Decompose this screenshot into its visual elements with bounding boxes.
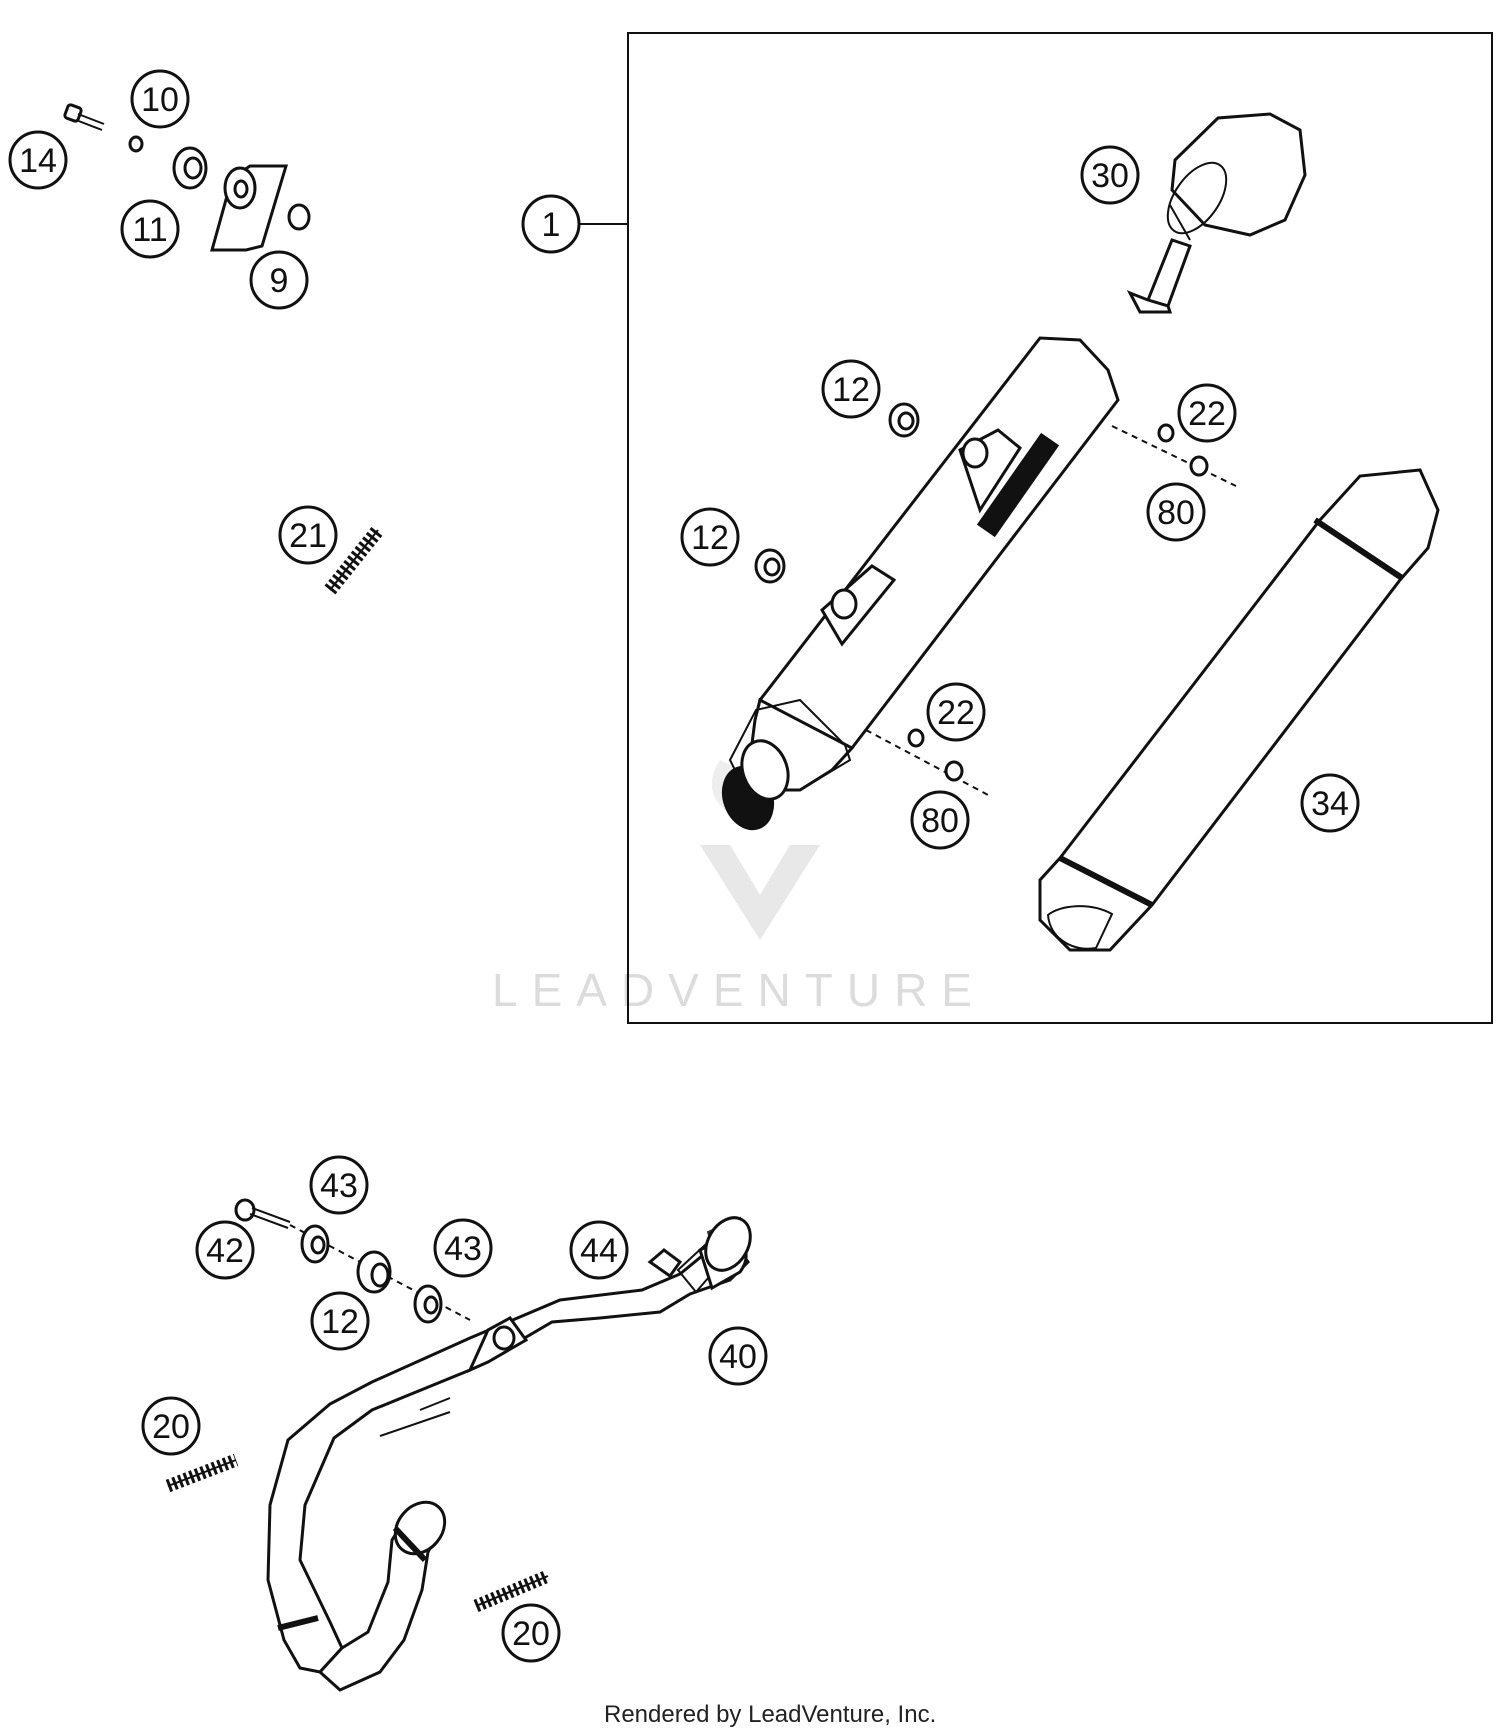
- callout-12[interactable]: 12: [310, 1291, 370, 1351]
- callout-circle: [501, 1603, 561, 1663]
- callout-circle: [278, 505, 338, 565]
- outer-sleeve-part[interactable]: [1038, 468, 1440, 952]
- callout-circle: [195, 1220, 255, 1280]
- callout-22[interactable]: 22: [926, 682, 986, 742]
- callout-label: 43: [444, 1230, 482, 1268]
- bracket-part[interactable]: [210, 164, 289, 252]
- spring-part[interactable]: [473, 1570, 551, 1612]
- washer-part[interactable]: [128, 135, 144, 153]
- header-pipe-part[interactable]: [266, 1210, 759, 1692]
- clip-part[interactable]: [647, 1248, 683, 1279]
- silencer-body-part[interactable]: [715, 336, 1120, 836]
- callout-43[interactable]: 43: [309, 1155, 369, 1215]
- callout-circle: [708, 1326, 768, 1386]
- callout-21[interactable]: 21: [278, 505, 338, 565]
- screw-part[interactable]: [865, 728, 991, 797]
- callout-label: 11: [132, 211, 167, 249]
- callout-label: 12: [691, 519, 729, 557]
- spring-part[interactable]: [165, 1453, 239, 1493]
- callout-circle: [130, 69, 190, 129]
- callout-12[interactable]: 12: [821, 359, 881, 419]
- screw-part[interactable]: [1111, 423, 1237, 487]
- callout-11[interactable]: 11: [120, 199, 180, 259]
- callout-circle: [120, 199, 180, 259]
- callout-40[interactable]: 40: [708, 1326, 768, 1386]
- callout-label: 34: [1311, 785, 1349, 823]
- callout-label: 30: [1091, 157, 1129, 195]
- callout-22[interactable]: 22: [1177, 383, 1237, 443]
- callout-42[interactable]: 42: [195, 1220, 255, 1280]
- callout-circle: [1300, 773, 1360, 833]
- callout-label: 80: [1157, 494, 1195, 532]
- callout-circle: [521, 194, 581, 254]
- callout-label: 20: [152, 1408, 190, 1446]
- callout-label: 22: [937, 694, 975, 732]
- rivet-part[interactable]: [1189, 455, 1209, 477]
- callout-label: 80: [921, 802, 959, 840]
- nut-part[interactable]: [287, 203, 311, 231]
- callout-34[interactable]: 34: [1300, 773, 1360, 833]
- callout-12[interactable]: 12: [680, 507, 740, 567]
- footer-credit: Rendered by LeadVenture, Inc.: [604, 1701, 936, 1728]
- callout-circle: [910, 790, 970, 850]
- callout-80[interactable]: 80: [1146, 482, 1206, 542]
- callout-label: 10: [141, 81, 179, 119]
- callout-circle: [926, 682, 986, 742]
- callout-circle: [433, 1218, 493, 1278]
- callout-label: 21: [289, 517, 327, 555]
- callout-label: 43: [320, 1167, 358, 1205]
- callout-circle: [8, 130, 68, 190]
- callout-14[interactable]: 14: [8, 130, 68, 190]
- grommet-part[interactable]: [356, 1250, 392, 1294]
- callouts-layer: 14 10 11 9 1 30 12 22 80 12 21 22 80 34 43 42 43 44 12 40 20…: [8, 69, 1360, 1663]
- callout-circle: [141, 1396, 201, 1456]
- callout-1[interactable]: 1: [521, 194, 581, 254]
- callout-circle: [310, 1291, 370, 1351]
- callout-circle: [1146, 482, 1206, 542]
- spring-part[interactable]: [324, 525, 384, 595]
- washer-part[interactable]: [413, 1284, 443, 1324]
- callout-44[interactable]: 44: [569, 1220, 629, 1280]
- callout-label: 1: [542, 206, 561, 244]
- callout-circle: [680, 507, 740, 567]
- callout-label: 12: [832, 371, 870, 409]
- callout-10[interactable]: 10: [130, 69, 190, 129]
- washer-part[interactable]: [300, 1224, 330, 1264]
- callout-label: 22: [1188, 395, 1226, 433]
- callout-circle: [309, 1155, 369, 1215]
- callout-20[interactable]: 20: [141, 1396, 201, 1456]
- callout-label: 44: [580, 1232, 618, 1270]
- grommet-part[interactable]: [754, 548, 786, 584]
- watermark-text: LEADVENTURE: [492, 964, 986, 1016]
- callout-label: 12: [321, 1303, 359, 1341]
- grommet-part[interactable]: [888, 402, 920, 438]
- callout-30[interactable]: 30: [1080, 145, 1140, 205]
- callout-circle: [1177, 383, 1237, 443]
- bolt-part[interactable]: [234, 1198, 291, 1229]
- callout-circle: [821, 359, 881, 419]
- callout-80[interactable]: 80: [910, 790, 970, 850]
- assembly-box: [627, 32, 1493, 1024]
- callout-circle: [1080, 145, 1140, 205]
- rivet-part[interactable]: [944, 760, 964, 782]
- callout-circle: [569, 1220, 629, 1280]
- callout-9[interactable]: 9: [249, 250, 309, 310]
- callout-label: 14: [19, 142, 57, 180]
- callout-43[interactable]: 43: [433, 1218, 493, 1278]
- callout-label: 40: [719, 1338, 757, 1376]
- bolt-part[interactable]: [63, 103, 105, 131]
- callout-label: 20: [512, 1615, 550, 1653]
- callout-20[interactable]: 20: [501, 1603, 561, 1663]
- callout-label: 9: [270, 262, 289, 300]
- callout-label: 42: [206, 1232, 244, 1270]
- callout-circle: [249, 250, 309, 310]
- end-cap-part[interactable]: [1126, 112, 1307, 314]
- spacer-part[interactable]: [172, 146, 208, 190]
